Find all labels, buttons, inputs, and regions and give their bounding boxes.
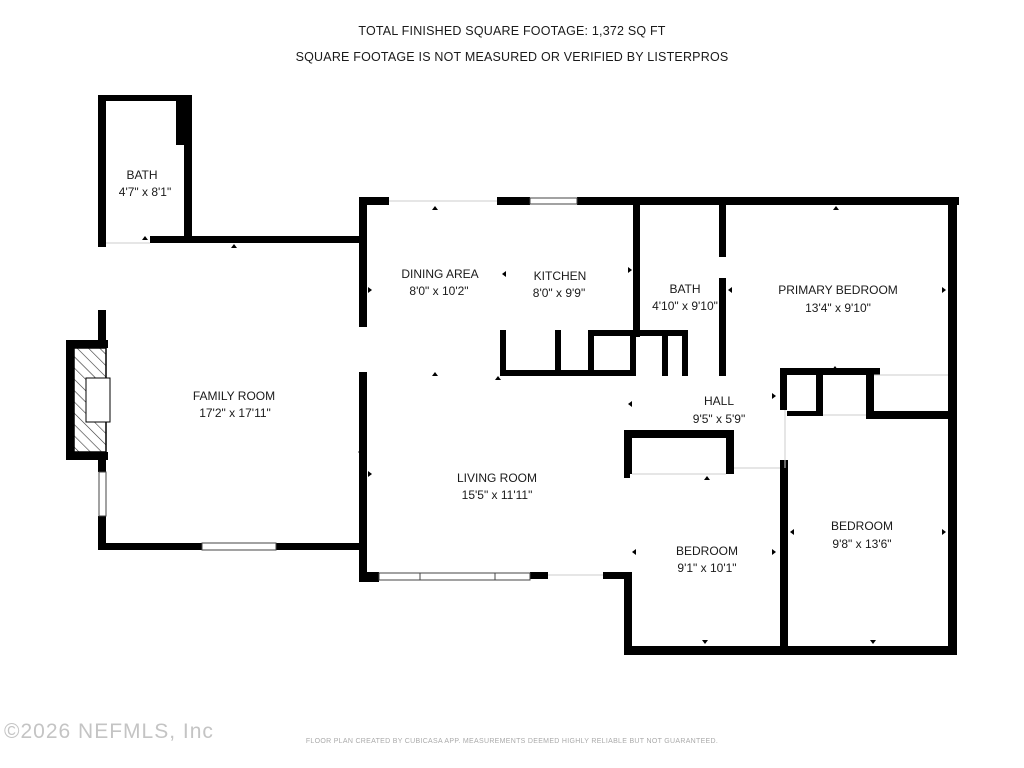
- window: [529, 197, 578, 205]
- room-dims-primary-bedroom: 13'4" x 9'10": [805, 301, 871, 315]
- wall: [588, 330, 688, 336]
- wall: [816, 368, 823, 415]
- wall: [630, 330, 636, 376]
- wall: [276, 543, 366, 550]
- wall: [588, 330, 594, 376]
- room-dims-hall: 9'5" x 5'9": [693, 412, 745, 426]
- wall: [359, 572, 379, 582]
- wall: [359, 197, 367, 327]
- wall: [780, 460, 788, 655]
- wall: [500, 370, 630, 376]
- room-name-dining: DINING AREA: [401, 267, 478, 281]
- wall: [624, 646, 957, 655]
- wall: [555, 330, 561, 376]
- windows: [98, 197, 578, 581]
- wall: [500, 330, 506, 376]
- room-name-living-room: LIVING ROOM: [457, 471, 537, 485]
- room-name-primary-bedroom: PRIMARY BEDROOM: [778, 283, 898, 297]
- room-dims-living-room: 15'5" x 11'11": [462, 488, 533, 502]
- wall: [530, 572, 548, 579]
- wall: [359, 372, 367, 582]
- window: [201, 542, 277, 551]
- room-dims-dining: 8'0" x 10'2": [409, 284, 468, 298]
- room-name-hall: HALL: [704, 394, 734, 408]
- wall: [98, 516, 106, 550]
- wall: [624, 430, 632, 474]
- wall: [98, 95, 192, 101]
- room-dims-bath-center: 4'10" x 9'10": [652, 299, 718, 313]
- thin-lines: [106, 200, 948, 576]
- window: [98, 471, 107, 517]
- wall: [603, 572, 632, 579]
- wall: [780, 368, 880, 375]
- room-name-bedroom-right: BEDROOM: [831, 519, 893, 533]
- wall: [184, 95, 192, 242]
- wall: [98, 543, 202, 550]
- wall: [682, 330, 688, 376]
- wall: [66, 340, 74, 460]
- wall: [624, 470, 630, 478]
- room-dims-bedroom-right: 9'8" x 13'6": [832, 537, 891, 551]
- wall: [719, 197, 726, 257]
- room-dims-kitchen: 8'0" x 9'9": [533, 286, 585, 300]
- wall: [948, 411, 957, 655]
- wall: [633, 197, 640, 337]
- wall: [497, 197, 530, 205]
- wall: [98, 452, 106, 472]
- walls: [66, 95, 959, 655]
- room-name-family-room: FAMILY ROOM: [193, 389, 275, 403]
- wall: [150, 236, 366, 243]
- wall: [866, 411, 957, 419]
- wall: [624, 430, 734, 438]
- wall: [726, 430, 734, 474]
- wall: [787, 411, 823, 416]
- room-name-bath-center: BATH: [669, 282, 700, 296]
- window: [378, 572, 531, 581]
- wall: [780, 368, 787, 410]
- wall: [98, 310, 106, 340]
- wall: [66, 452, 108, 460]
- copyright-watermark: ©2026 NEFMLS, Inc: [4, 720, 214, 743]
- wall: [624, 572, 632, 655]
- markers: [142, 177, 946, 644]
- wall: [577, 197, 959, 205]
- floor-plan-footer-note: FLOOR PLAN CREATED BY CUBICASA APP. MEAS…: [305, 738, 719, 745]
- wall: [66, 340, 108, 348]
- room-labels: BATH 4'7" x 8'1" DINING AREA 8'0" x 10'2…: [119, 168, 898, 575]
- room-name-bath-left: BATH: [126, 168, 157, 182]
- wall: [780, 468, 788, 474]
- wall: [719, 278, 726, 376]
- room-name-bedroom-center: BEDROOM: [676, 544, 738, 558]
- window-dividers: [419, 573, 496, 580]
- total-square-footage: TOTAL FINISHED SQUARE FOOTAGE: 1,372 SQ …: [358, 24, 666, 38]
- room-dims-bedroom-center: 9'1" x 10'1": [677, 561, 736, 575]
- wall: [359, 197, 389, 205]
- fireplace: [73, 347, 111, 453]
- square-footage-disclaimer: SQUARE FOOTAGE IS NOT MEASURED OR VERIFI…: [295, 50, 729, 64]
- wall: [948, 197, 957, 419]
- room-name-kitchen: KITCHEN: [534, 269, 587, 283]
- room-dims-family-room: 17'2" x 17'11": [199, 406, 271, 420]
- wall: [98, 95, 106, 247]
- wall: [866, 368, 874, 415]
- room-dims-bath-left: 4'7" x 8'1": [119, 185, 171, 199]
- wall: [662, 330, 668, 376]
